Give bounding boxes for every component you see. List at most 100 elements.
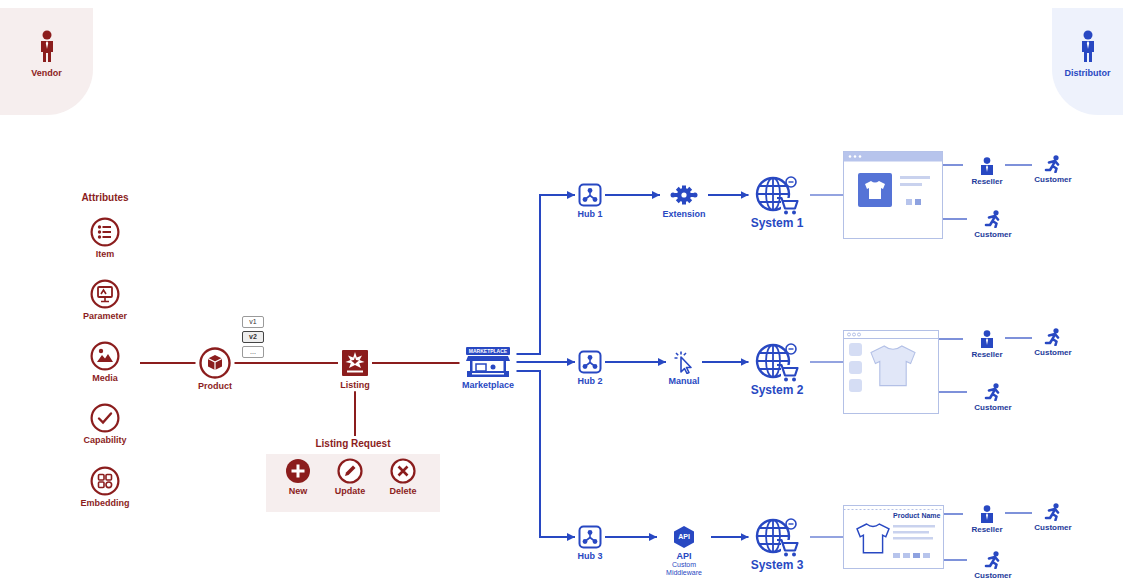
icon-node: Update (333, 458, 368, 496)
storefront-one (844, 152, 943, 239)
node-label: ... (250, 347, 256, 357)
node-label: Customer (1034, 348, 1071, 357)
node-label: Embedding (81, 498, 130, 508)
flow-connector (517, 195, 576, 354)
node-label: Listing Request (315, 438, 390, 450)
node-label: Attributes (81, 192, 128, 204)
flow-connector (517, 361, 576, 363)
icon-node: Hub 3 (575, 525, 605, 561)
vendor-icon (39, 30, 55, 62)
icon-node: Item (88, 217, 122, 259)
version-tag: ... (242, 346, 264, 358)
node-label: Product (198, 381, 232, 391)
icon-node: System 2 (749, 342, 806, 398)
node-label: Reseller (971, 177, 1002, 186)
flow-connector (702, 361, 749, 363)
icon-node: System 1 (749, 175, 806, 231)
del-icon (390, 458, 416, 484)
node-label: Extension (662, 209, 705, 219)
node-label: Marketplace (462, 380, 514, 390)
node-label: API (676, 551, 691, 561)
icon-node: Listing (338, 348, 372, 390)
customer-icon (1043, 155, 1063, 173)
node-label: Delete (389, 486, 416, 496)
node-label: Update (335, 486, 366, 496)
icon-node: Media (88, 341, 122, 383)
node-label: v2 (249, 332, 257, 342)
node-label: Custom Middleware (659, 561, 709, 577)
customer-icon (983, 551, 1003, 569)
node-label: v1 (249, 317, 256, 327)
icon-node: Extension (660, 183, 708, 219)
flow-connector (140, 362, 196, 364)
node-label: Vendor (31, 68, 62, 78)
flow-connector (517, 371, 576, 537)
icon-node: Manual (666, 350, 702, 386)
reseller-icon (978, 505, 996, 523)
flow-connector (1005, 337, 1032, 338)
icon-node: Customer (972, 551, 1014, 580)
storefront-two (844, 331, 939, 414)
role-panel: Distributor (1052, 8, 1123, 115)
node-label: Customer (1034, 523, 1071, 532)
node-label: Reseller (971, 350, 1002, 359)
icon-node: Reseller (969, 505, 1005, 534)
globe-icon (755, 342, 799, 382)
group-node: Listing RequestNew Update Delete (266, 436, 440, 512)
icon-node: Customer (1032, 155, 1074, 184)
customer-icon (983, 383, 1003, 401)
icon-node: Embedding (79, 466, 132, 508)
icon-node: APICustom Middleware (657, 525, 711, 577)
reseller-icon (978, 157, 996, 175)
icon-node: Product (196, 347, 235, 391)
hub-icon (578, 525, 602, 549)
update-icon (337, 458, 363, 484)
reseller-icon (978, 330, 996, 348)
icon-node: Parameter (81, 279, 130, 321)
node-label: Hub 2 (577, 376, 602, 386)
flow-connector (372, 362, 460, 364)
version-tag: v1 (242, 316, 264, 328)
node-label: System 1 (751, 217, 804, 231)
customer-icon (1043, 328, 1063, 346)
icon-node: Reseller (969, 157, 1005, 186)
icon-node: System 3 (749, 517, 806, 573)
node-label: Customer (974, 571, 1011, 580)
node-label: Customer (1034, 175, 1071, 184)
distributor-icon (1079, 30, 1097, 62)
icon-caption: MARKETPLACE (469, 347, 507, 355)
node-label: Manual (668, 376, 699, 386)
group-node: AttributesItemParameterMediaCapabilityEm… (70, 190, 140, 520)
icon-caption: Product Name (893, 511, 940, 520)
node-label: Reseller (971, 525, 1002, 534)
node-label: New (289, 486, 308, 496)
node-label: Media (92, 373, 118, 383)
newi-icon (285, 458, 311, 484)
leader-lines (810, 165, 967, 560)
icon-node: New (283, 458, 313, 496)
listing-icon (340, 348, 370, 378)
media-icon (90, 341, 120, 371)
node-label: Customer (974, 230, 1011, 239)
node-label: Customer (974, 403, 1011, 412)
flow-connector (1005, 164, 1032, 165)
flow-connector (711, 536, 749, 538)
check-icon (90, 403, 120, 433)
icon-node: Hub 2 (575, 350, 605, 386)
icon-node: Customer (1032, 328, 1074, 357)
hub-icon (578, 350, 602, 374)
icon-node: Customer (1032, 503, 1074, 532)
version-tag: v2 (242, 331, 264, 343)
globe-icon (755, 175, 799, 215)
node-label: Hub 1 (577, 209, 602, 219)
hub-icon (578, 183, 602, 207)
node-label: System 2 (751, 384, 804, 398)
ext-icon (670, 183, 698, 207)
globe-icon (755, 517, 799, 557)
role-panel: Vendor (0, 8, 93, 115)
node-label: Distributor (1065, 68, 1111, 78)
flow-connector (235, 362, 339, 364)
